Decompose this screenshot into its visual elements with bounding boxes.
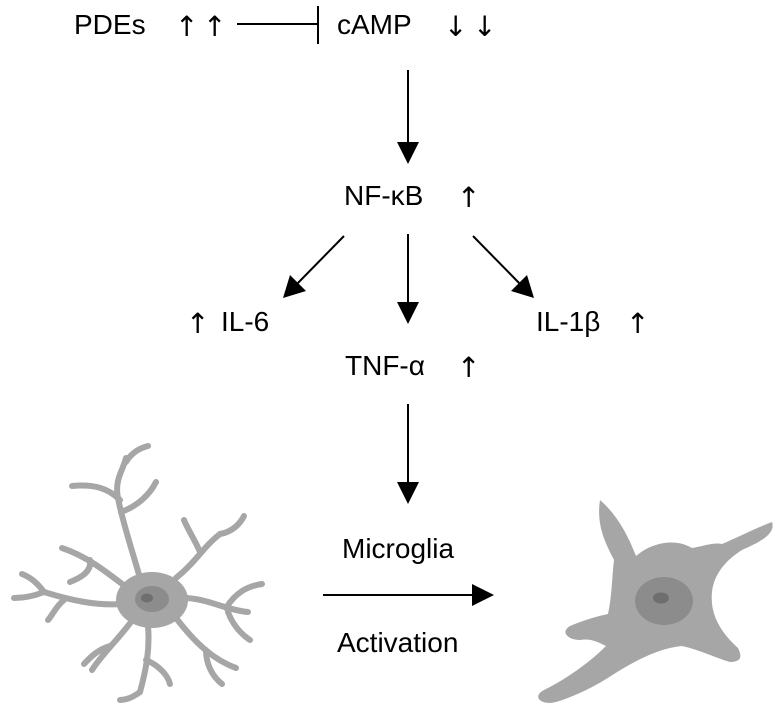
il1b-label: IL-1β <box>536 306 600 337</box>
tnfa-up-arrow: ↑ <box>457 351 480 384</box>
activated-microglia-illustration <box>538 500 773 703</box>
resting-microglia-illustration <box>11 443 265 703</box>
microglia-label: Microglia <box>342 533 454 564</box>
nfkb-up-arrow: ↑ <box>457 181 480 214</box>
inhibition-line <box>237 6 319 44</box>
il6-label: IL-6 <box>221 306 269 337</box>
camp-down-arrow-2: ↓ <box>473 10 496 43</box>
arrow-nfkb-to-il6 <box>283 235 345 298</box>
arrow-resting-to-activated <box>323 584 494 606</box>
activation-label: Activation <box>337 627 458 658</box>
arrow-tnfa-to-microglia <box>397 404 419 504</box>
pdes-up-arrow-2: ↑ <box>203 10 226 43</box>
il6-up-arrow: ↑ <box>186 307 209 340</box>
pdes-label: PDEs <box>74 9 146 40</box>
camp-down-arrow-1: ↓ <box>444 10 467 43</box>
nfkb-label: NF-κB <box>344 180 423 211</box>
tnfa-label: TNF-α <box>345 350 425 381</box>
arrow-nfkb-to-il1b <box>472 235 534 298</box>
pdes-up-arrow-1: ↑ <box>175 10 198 43</box>
arrow-camp-to-nfkb <box>397 70 419 164</box>
arrow-nfkb-to-tnfa <box>397 234 419 324</box>
il1b-up-arrow: ↑ <box>626 307 649 340</box>
camp-label: cAMP <box>337 9 412 40</box>
